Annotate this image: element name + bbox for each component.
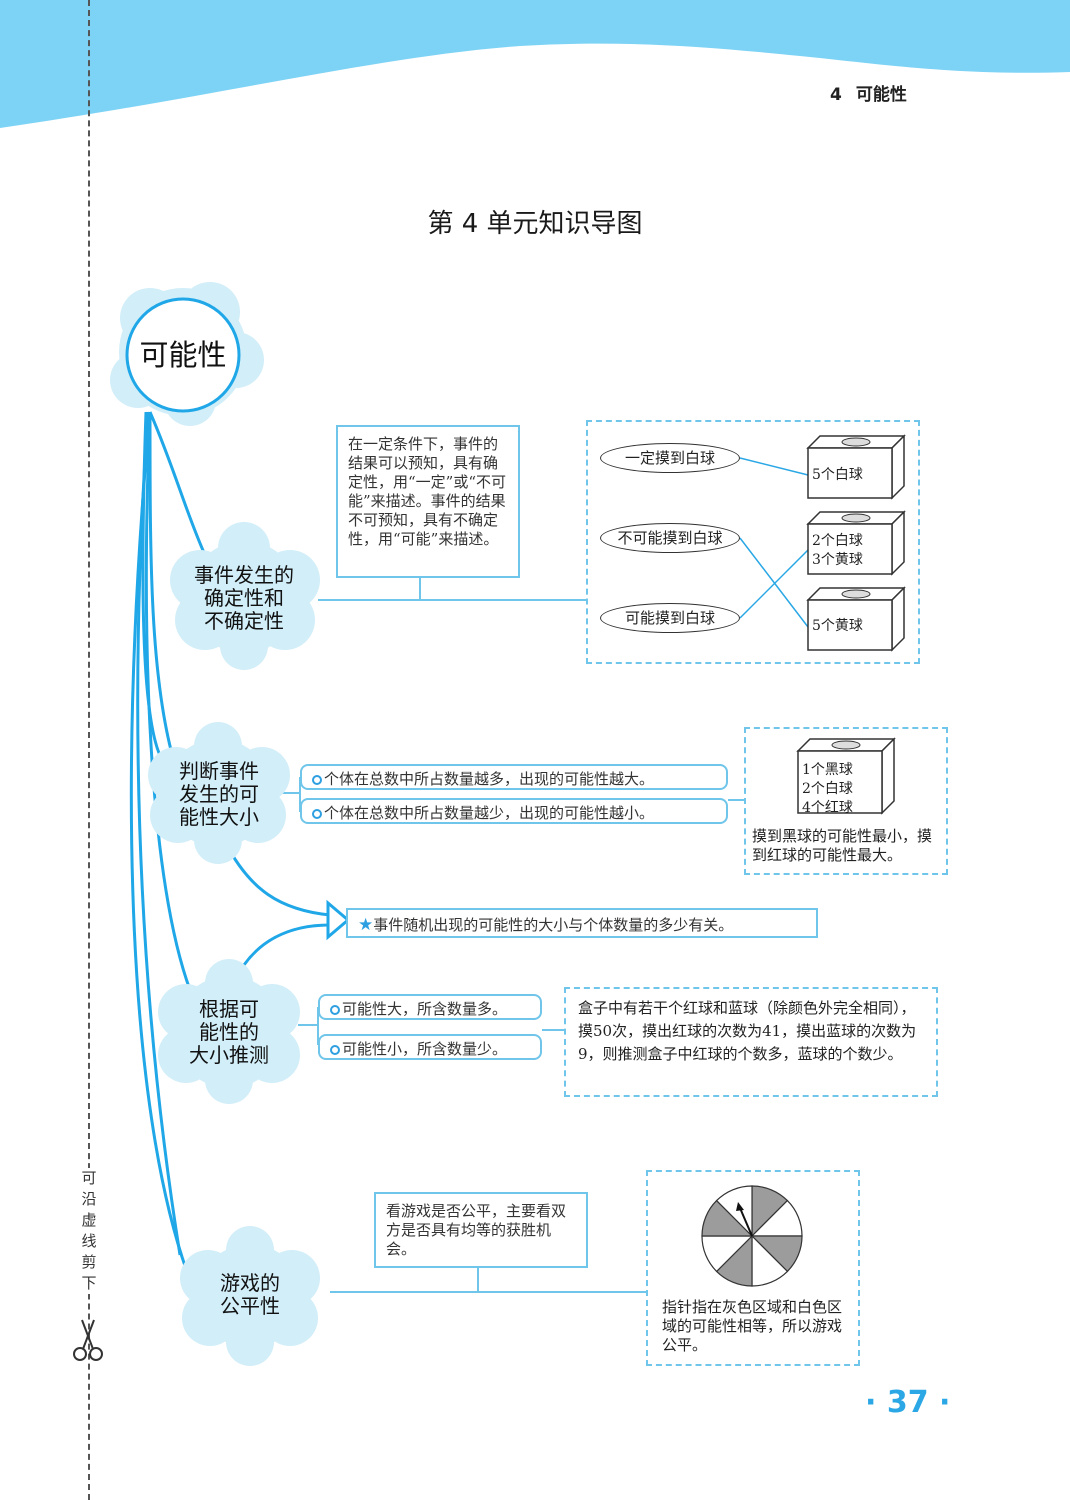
box-cube-2: [806, 510, 906, 576]
cube-2-line-1: 2个白球: [812, 533, 863, 549]
chapter-number: 4: [830, 85, 842, 105]
bullet-icon: [312, 775, 322, 785]
branch-judge-likelihood: 判断事件 发生的可 能性大小: [179, 758, 259, 829]
example-link-lines: [739, 457, 809, 628]
cube-4-line-2: 2个白球: [802, 781, 853, 797]
cube-1-contents: 5个白球: [812, 466, 890, 485]
cube-4-contents: 1个黑球 2个白球 4个红球: [802, 761, 880, 818]
cube-2-line-2: 3个黄球: [812, 552, 863, 568]
rule-more: 个体在总数中所占数量越多，出现的可能性越大。: [300, 764, 728, 790]
key-point-text: 事件随机出现的可能性的大小与个体数量的多少有关。: [373, 916, 734, 934]
rule-small: 可能性小，所含数量少。: [318, 1034, 542, 1060]
rule-less-text: 个体在总数中所占数量越少，出现的可能性越小。: [324, 804, 655, 822]
cube-1-line: 5个白球: [812, 467, 863, 483]
rule-large-text: 可能性大，所含数量多。: [342, 1000, 508, 1018]
cut-instruction: 可沿虚线剪下: [80, 1168, 98, 1294]
fairness-example-box: 指针指在灰色区域和白色区域的可能性相等，所以游戏公平。: [646, 1170, 860, 1366]
chapter-title: 可能性: [855, 85, 907, 105]
certainty-example-box: 一定摸到白球 不可能摸到白球 可能摸到白球 5个白球 2个白球 3个黄球 5个黄球: [586, 420, 920, 664]
branch-infer-from-likelihood: 根据可 能性的 大小推测: [189, 996, 269, 1067]
cube-2-contents: 2个白球 3个黄球: [812, 532, 890, 570]
bullet-icon: [312, 809, 322, 819]
branch-certainty: 事件发生的 确定性和 不确定性: [194, 562, 294, 633]
root-cloud-shape: [110, 282, 264, 426]
fairness-conclusion: 指针指在灰色区域和白色区域的可能性相等，所以游戏公平。: [662, 1298, 843, 1354]
rule-less: 个体在总数中所占数量越少，出现的可能性越小。: [300, 798, 728, 824]
inference-example-box: 盒子中有若干个红球和蓝球（除颜色外完全相同），摸50次，摸出红球的次数为41，摸…: [564, 987, 938, 1097]
box-cube-1: [806, 434, 906, 500]
chapter-header: 4 可能性: [830, 80, 907, 105]
header-banner: [0, 0, 1070, 128]
statement-certain: 一定摸到白球: [600, 443, 740, 473]
likelihood-example-box: 1个黑球 2个白球 4个红球 摸到黑球的可能性最小，摸到红球的可能性最大。: [744, 727, 948, 875]
spinner-wheel: [701, 1185, 803, 1287]
scissors-icon: [73, 1319, 103, 1361]
box-cube-3: [806, 586, 906, 652]
page-title: 第 4 单元知识导图: [427, 209, 643, 239]
bullet-icon: [330, 1045, 340, 1055]
rule-more-text: 个体在总数中所占数量越多，出现的可能性越大。: [324, 770, 655, 788]
cube-4-line-3: 4个红球: [802, 800, 853, 816]
certainty-definition-box: 在一定条件下，事件的结果可以预知，具有确定性，用“一定”或“不可能”来描述。事件…: [336, 425, 520, 578]
cube-4-line-1: 1个黑球: [802, 762, 853, 778]
cut-line: [88, 0, 90, 1500]
fairness-rule-box: 看游戏是否公平，主要看双方是否具有均等的获胜机会。: [374, 1192, 588, 1268]
rule-small-text: 可能性小，所含数量少。: [342, 1040, 508, 1058]
branch-game-fairness: 游戏的 公平性: [220, 1271, 280, 1318]
cube-3-line: 5个黄球: [812, 618, 863, 634]
statement-impossible: 不可能摸到白球: [600, 523, 740, 553]
rule-large: 可能性大，所含数量多。: [318, 994, 542, 1020]
star-icon: ★: [358, 915, 374, 935]
statement-possible: 可能摸到白球: [600, 603, 740, 633]
key-point: ★事件随机出现的可能性的大小与个体数量的多少有关。: [346, 908, 818, 938]
page-number: · 37 ·: [865, 1385, 951, 1420]
likelihood-conclusion: 摸到黑球的可能性最小，摸到红球的可能性最大。: [752, 827, 933, 864]
cube-3-contents: 5个黄球: [812, 617, 890, 636]
box-cube-4: [796, 737, 896, 815]
root-topic: 可能性: [139, 337, 227, 372]
bullet-icon: [330, 1005, 340, 1015]
